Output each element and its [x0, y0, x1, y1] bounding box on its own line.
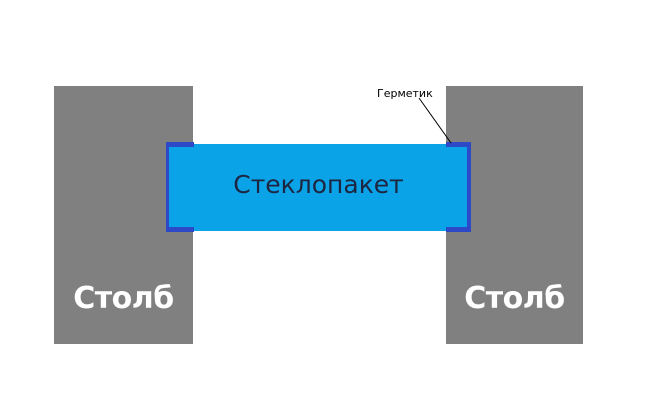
leader-line: [418, 97, 452, 144]
glass-unit-label: Стеклопакет: [233, 170, 404, 199]
glass-unit: [166, 144, 471, 231]
right-sealant-edge: [467, 142, 471, 232]
left-sealant-edge: [166, 142, 169, 232]
right-sealant-bottom: [446, 227, 471, 232]
left-sealant-bottom: [166, 227, 194, 232]
left-post-label: Столб: [73, 281, 174, 316]
left-sealant-top: [166, 142, 194, 147]
sealant-callout-label: Герметик: [377, 87, 433, 100]
right-post-label: Столб: [464, 281, 565, 316]
right-sealant-top: [446, 142, 471, 147]
